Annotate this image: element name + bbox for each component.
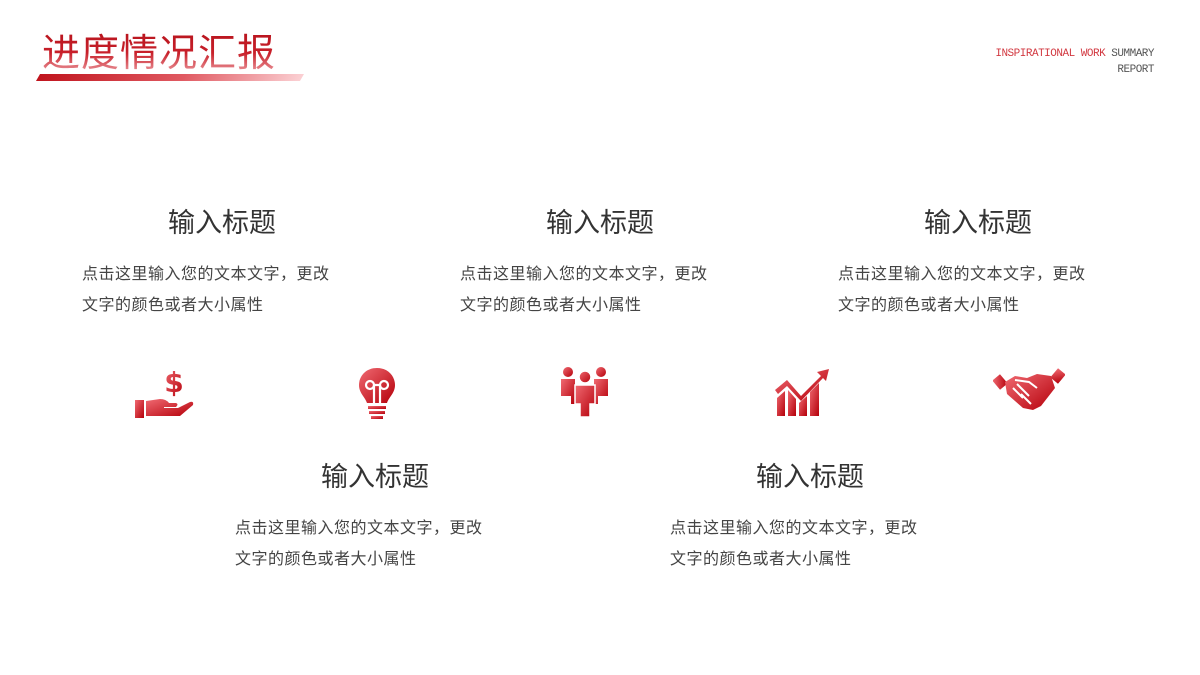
block-desc-line2: 文字的颜色或者大小属性 bbox=[460, 295, 642, 314]
tagline: INSPIRATIONAL WORK SUMMARY REPORT bbox=[995, 46, 1154, 78]
block-desc-line1: 点击这里输入您的文本文字，更改 bbox=[235, 518, 483, 537]
tagline-line2: REPORT bbox=[1117, 64, 1154, 76]
block-title: 输入标题 bbox=[546, 208, 654, 239]
block-desc-line1: 点击这里输入您的文本文字，更改 bbox=[82, 264, 330, 283]
title-underline bbox=[35, 74, 305, 81]
lightbulb-icon bbox=[357, 366, 397, 420]
team-icon bbox=[558, 366, 612, 418]
block-desc-line1: 点击这里输入您的文本文字，更改 bbox=[670, 518, 918, 537]
block-desc-line2: 文字的颜色或者大小属性 bbox=[235, 549, 417, 568]
block-desc-line2: 文字的颜色或者大小属性 bbox=[670, 549, 852, 568]
content-block-4: 输入标题 点击这里输入您的文本文字，更改 文字的颜色或者大小属性 bbox=[235, 460, 535, 574]
tagline-accent: INSPIRATIONAL WORK bbox=[995, 48, 1106, 60]
block-title: 输入标题 bbox=[756, 462, 864, 493]
block-desc-line2: 文字的颜色或者大小属性 bbox=[82, 295, 264, 314]
content-block-5: 输入标题 点击这里输入您的文本文字，更改 文字的颜色或者大小属性 bbox=[670, 460, 970, 574]
block-desc-line1: 点击这里输入您的文本文字，更改 bbox=[838, 264, 1086, 283]
money-hand-icon: $ bbox=[134, 366, 196, 420]
page-title: 进度情况汇报 bbox=[42, 28, 276, 78]
block-title: 输入标题 bbox=[321, 462, 429, 493]
content-block-2: 输入标题 点击这里输入您的文本文字，更改 文字的颜色或者大小属性 bbox=[460, 206, 760, 320]
block-desc-line2: 文字的颜色或者大小属性 bbox=[838, 295, 1020, 314]
tagline-rest: SUMMARY bbox=[1105, 48, 1154, 60]
block-desc-line1: 点击这里输入您的文本文字，更改 bbox=[460, 264, 708, 283]
svg-text:$: $ bbox=[164, 366, 183, 399]
content-block-3: 输入标题 点击这里输入您的文本文字，更改 文字的颜色或者大小属性 bbox=[838, 206, 1138, 320]
content-block-1: 输入标题 点击这里输入您的文本文字，更改 文字的颜色或者大小属性 bbox=[82, 206, 382, 320]
growth-chart-icon bbox=[773, 368, 831, 418]
block-title: 输入标题 bbox=[168, 208, 276, 239]
block-title: 输入标题 bbox=[924, 208, 1032, 239]
handshake-icon bbox=[993, 368, 1065, 414]
